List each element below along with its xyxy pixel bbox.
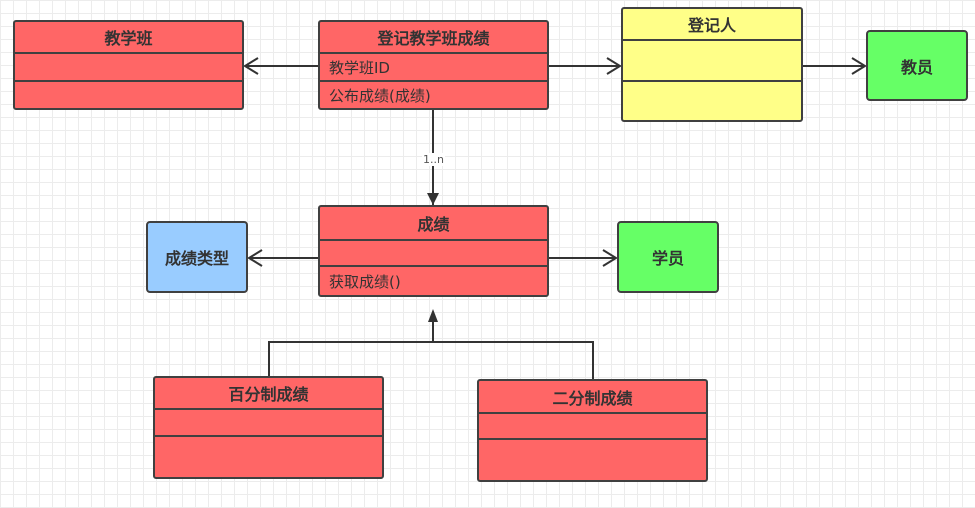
node-student[interactable]: 学员 <box>617 221 719 293</box>
class-teaching-class-title: 教学班 <box>15 22 242 54</box>
class-percent-score-methods <box>155 435 382 477</box>
class-binary-score-attributes <box>479 414 706 438</box>
method-get-score: 获取成绩() <box>320 265 547 295</box>
class-register-score-title: 登记教学班成绩 <box>320 22 547 54</box>
class-teaching-class-methods <box>15 80 242 108</box>
class-binary-score-methods <box>479 438 706 480</box>
class-register-score[interactable]: 登记教学班成绩 教学班ID 公布成绩(成绩) <box>318 20 549 110</box>
node-score-type[interactable]: 成绩类型 <box>146 221 248 293</box>
class-binary-score[interactable]: 二分制成绩 <box>477 379 708 482</box>
node-teacher[interactable]: 教员 <box>866 30 968 101</box>
class-percent-score-attributes <box>155 410 382 435</box>
arrowhead-register-to-score <box>427 193 439 205</box>
class-score-title: 成绩 <box>320 207 547 241</box>
class-registrar-title: 登记人 <box>623 9 801 41</box>
class-teaching-class-attributes <box>15 54 242 80</box>
class-percent-score[interactable]: 百分制成绩 <box>153 376 384 479</box>
attribute-publish-score: 公布成绩(成绩) <box>320 80 547 108</box>
generalization-arrowhead <box>428 309 438 322</box>
class-score[interactable]: 成绩 获取成绩() <box>318 205 549 297</box>
class-binary-score-title: 二分制成绩 <box>479 381 706 414</box>
class-percent-score-title: 百分制成绩 <box>155 378 382 410</box>
class-score-attributes <box>320 241 547 265</box>
class-registrar[interactable]: 登记人 <box>621 7 803 122</box>
class-registrar-methods <box>623 80 801 120</box>
class-teaching-class[interactable]: 教学班 <box>13 20 244 110</box>
edge-percent-generalization <box>268 322 434 377</box>
attribute-class-id: 教学班ID <box>329 58 390 77</box>
edge-binary-generalization <box>433 341 594 380</box>
class-registrar-attributes <box>623 41 801 80</box>
multiplicity-label: 1..n <box>422 153 445 166</box>
